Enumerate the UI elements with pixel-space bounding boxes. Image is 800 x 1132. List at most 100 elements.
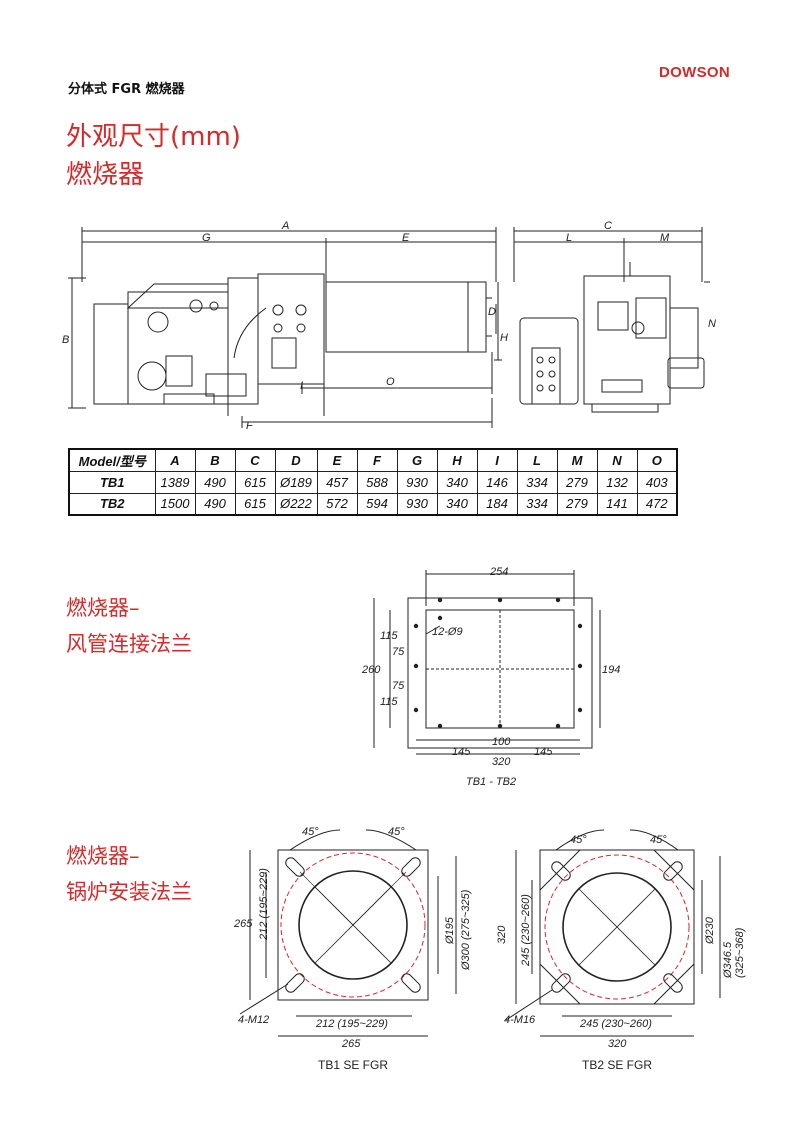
dim-label-d: D xyxy=(488,306,496,318)
main-title-line1: 外观尺寸(mm) xyxy=(66,122,241,152)
table-header-cell: B xyxy=(194,448,236,472)
tb1-dim-bolt: 4-M12 xyxy=(238,1014,270,1026)
table-cell: 457 xyxy=(316,470,358,494)
table-cell: TB1 xyxy=(68,470,156,494)
table-cell: 334 xyxy=(516,492,558,516)
table-cell: 572 xyxy=(316,492,358,516)
dim-label-o: O xyxy=(386,376,395,388)
boiler-flange-label-line1: 燃烧器– xyxy=(66,844,140,868)
air-flange-dim-left-total: 260 xyxy=(362,664,381,676)
table-row: TB2 1500 490 615 Ø222 572 594 930 340 18… xyxy=(68,492,678,516)
air-flange-hole-note: 12-Ø9 xyxy=(432,626,463,638)
table-cell: 340 xyxy=(436,492,478,516)
dim-label-f: F xyxy=(246,420,253,432)
table-header-cell: E xyxy=(316,448,358,472)
tb1-dim-slot-h: 212 (195~229) xyxy=(316,1018,388,1030)
dim-label-i: I xyxy=(300,380,304,392)
tb1-caption: TB1 SE FGR xyxy=(318,1058,389,1072)
tb1-dim-bore: Ø195 xyxy=(444,917,456,944)
table-cell: 340 xyxy=(436,470,478,494)
main-title-line2: 燃烧器 xyxy=(66,160,145,190)
air-flange-dim-left-c: 75 xyxy=(392,680,405,692)
boiler-flange-label-line2: 锅炉安装法兰 xyxy=(66,880,192,904)
tb2-dim-slot-v: 245 (230~260) xyxy=(520,894,532,966)
table-header-cell: D xyxy=(274,448,318,472)
table-header-cell: C xyxy=(234,448,276,472)
tb2-caption: TB2 SE FGR xyxy=(582,1058,653,1072)
air-flange-drawing xyxy=(373,570,601,755)
dim-label-n: N xyxy=(708,318,716,330)
air-flange-label-line2: 风管连接法兰 xyxy=(66,632,192,656)
burner-dimension-drawing xyxy=(68,227,710,428)
tb1-boiler-flange-drawing xyxy=(239,829,457,1037)
boiler-flange-label: 燃烧器– 锅炉安装法兰 xyxy=(66,838,192,910)
air-flange-dim-left-d: 115 xyxy=(380,696,398,708)
table-header-cell: H xyxy=(436,448,478,472)
air-flange-dim-top: 254 xyxy=(490,566,509,578)
dim-label-b: B xyxy=(62,334,70,346)
table-header-row: Model/型号 A B C D E F G H I L M N O xyxy=(68,448,678,472)
air-flange-dim-left-a: 115 xyxy=(380,630,398,642)
tb1-dim-pcd: Ø300 (275~325) xyxy=(460,889,472,970)
table-header-cell: L xyxy=(516,448,558,472)
table-row: TB1 1389 490 615 Ø189 457 588 930 340 14… xyxy=(68,470,678,494)
tb2-angle-right: 45° xyxy=(650,834,667,846)
air-flange-label-line1: 燃烧器– xyxy=(66,596,140,620)
table-cell: 615 xyxy=(234,470,276,494)
table-cell: 490 xyxy=(194,470,236,494)
dim-label-c: C xyxy=(604,220,612,232)
table-cell: 146 xyxy=(476,470,518,494)
dimension-table: Model/型号 A B C D E F G H I L M N O TB1 1… xyxy=(68,448,678,516)
tb2-dim-slot-h: 245 (230~260) xyxy=(580,1018,652,1030)
tb1-dim-height: 265 xyxy=(234,918,253,930)
table-header-cell: I xyxy=(476,448,518,472)
table-cell: 403 xyxy=(636,470,678,494)
dim-label-e: E xyxy=(402,232,410,244)
main-title: 外观尺寸(mm) 燃烧器 xyxy=(66,118,241,194)
tb2-angle-left: 45° xyxy=(570,834,587,846)
table-header-cell: F xyxy=(356,448,398,472)
dim-label-h: H xyxy=(500,332,508,344)
tb2-dim-pcd: Ø346.5 (325~368) xyxy=(722,927,746,978)
table-cell: 930 xyxy=(396,492,438,516)
tb1-angle-right: 45° xyxy=(388,826,405,838)
air-flange-dim-bottom-right: 145 xyxy=(534,746,553,758)
table-cell: 184 xyxy=(476,492,518,516)
table-cell: 141 xyxy=(596,492,638,516)
dim-label-g: G xyxy=(202,232,211,244)
air-flange-dim-bottom-left: 145 xyxy=(452,746,471,758)
table-cell: 132 xyxy=(596,470,638,494)
table-cell: 1389 xyxy=(154,470,196,494)
table-cell: 615 xyxy=(234,492,276,516)
table-header-cell: M xyxy=(556,448,598,472)
table-header-cell: Model/型号 xyxy=(68,448,156,472)
tb1-angle-left: 45° xyxy=(302,826,319,838)
air-flange-dim-left-b: 75 xyxy=(392,646,405,658)
table-cell: Ø189 xyxy=(274,470,318,494)
air-flange-dim-bottom-mid: 100 xyxy=(492,736,511,748)
tb2-boiler-flange-drawing xyxy=(505,829,721,1037)
tb1-dim-slot-v: 212 (195~229) xyxy=(258,868,270,940)
table-cell: 594 xyxy=(356,492,398,516)
table-cell: TB2 xyxy=(68,492,156,516)
tb2-dim-bore: Ø230 xyxy=(704,917,716,944)
table-cell: 588 xyxy=(356,470,398,494)
table-header-cell: A xyxy=(154,448,196,472)
tb1-dim-width: 265 xyxy=(342,1038,361,1050)
table-header-cell: N xyxy=(596,448,638,472)
header-title: 分体式 FGR 燃烧器 xyxy=(68,82,185,97)
table-cell: 279 xyxy=(556,492,598,516)
table-cell: 930 xyxy=(396,470,438,494)
dim-label-l: L xyxy=(566,232,573,244)
table-cell: 490 xyxy=(194,492,236,516)
table-cell: 279 xyxy=(556,470,598,494)
dim-label-a: A xyxy=(282,220,290,232)
table-cell: 334 xyxy=(516,470,558,494)
tb2-dim-bolt: 4-M16 xyxy=(504,1014,536,1026)
table-header-cell: G xyxy=(396,448,438,472)
air-flange-label: 燃烧器– 风管连接法兰 xyxy=(66,590,192,662)
table-cell: Ø222 xyxy=(274,492,318,516)
brand-logo: DOWSON xyxy=(659,64,730,81)
air-flange-caption: TB1 - TB2 xyxy=(466,776,517,788)
table-cell: 1500 xyxy=(154,492,196,516)
